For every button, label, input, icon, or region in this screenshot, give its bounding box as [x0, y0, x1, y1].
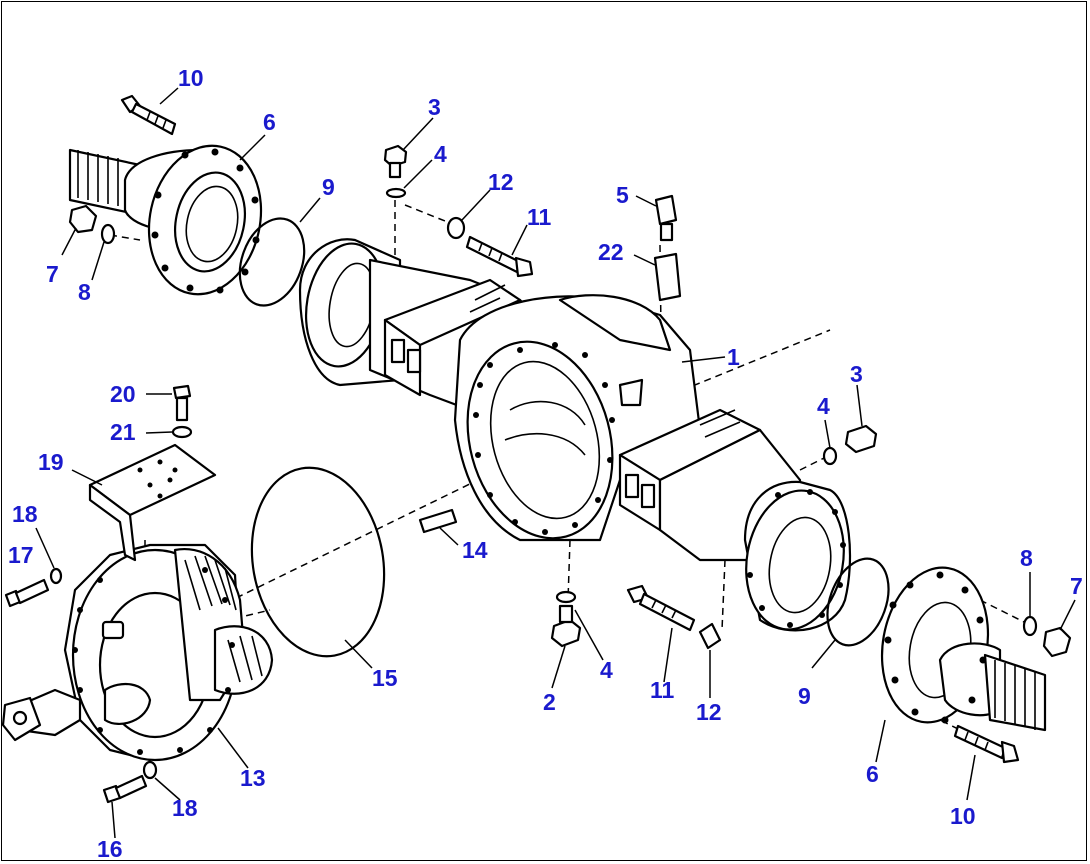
- callout-2: 2: [543, 689, 556, 715]
- leader-lines: [35, 87, 1076, 839]
- upper-washer-and-bolt: [446, 216, 534, 278]
- left-flange-bolt: [120, 94, 177, 136]
- callout-10-left: 10: [178, 65, 204, 91]
- callout-12-top: 12: [488, 169, 514, 195]
- axle-housing: [298, 238, 852, 632]
- callout-11-top: 11: [527, 204, 552, 230]
- callout-6-left: 6: [263, 109, 276, 135]
- left-o-ring: [238, 217, 306, 307]
- large-o-ring: [250, 466, 386, 658]
- breather-and-adapter: [653, 194, 682, 302]
- callout-7-right: 7: [1070, 573, 1083, 599]
- callout-4-top: 4: [434, 141, 447, 167]
- right-o-ring: [826, 557, 890, 647]
- right-washer-and-nut: [1022, 615, 1072, 658]
- callout-19: 19: [38, 449, 64, 475]
- callout-10-right: 10: [950, 803, 976, 829]
- callout-22: 22: [598, 239, 624, 265]
- callout-3-top: 3: [428, 94, 441, 120]
- carrier-bolt-and-washer: [4, 567, 63, 608]
- callout-8-right: 8: [1020, 545, 1033, 571]
- callout-6-right: 6: [866, 761, 879, 787]
- callout-15: 15: [372, 665, 398, 691]
- callout-1: 1: [727, 344, 740, 370]
- callout-18-left: 18: [12, 501, 38, 527]
- left-axle-flange: [68, 144, 263, 296]
- callout-11-bottom: 11: [650, 677, 675, 703]
- callout-18-bottom: 18: [172, 795, 198, 821]
- callout-9-left: 9: [322, 174, 335, 200]
- lower-carrier-bolt-and-washer: [102, 760, 158, 804]
- bracket-bolt-and-washer: [171, 384, 193, 439]
- callout-20: 20: [110, 381, 136, 407]
- callout-5: 5: [616, 182, 629, 208]
- dowel-pin: [418, 508, 458, 534]
- callout-7-left: 7: [46, 261, 59, 287]
- differential-carrier: [1, 543, 274, 762]
- top-bolt-and-washer: [383, 144, 408, 199]
- callout-16: 16: [97, 836, 123, 862]
- callout-17: 17: [8, 542, 34, 568]
- callout-9-right: 9: [798, 683, 811, 709]
- left-nut-and-washer: [68, 204, 116, 245]
- callout-13: 13: [240, 765, 266, 791]
- callout-4-bottom: 4: [600, 657, 613, 683]
- right-axle-flange: [880, 566, 1047, 732]
- callout-labels: 10 6 7 8 9 3 4 12 11 5 22 1 3 4 20 21 19…: [8, 65, 1083, 862]
- bracket: [88, 443, 217, 562]
- callout-3-right: 3: [850, 361, 863, 387]
- right-flange-bolt: [953, 724, 1020, 764]
- callout-8-left: 8: [78, 279, 91, 305]
- callout-21: 21: [110, 419, 136, 445]
- lower-bolt-and-washer: [626, 584, 722, 650]
- drain-plug-and-washer: [550, 590, 582, 648]
- right-bolt-and-washer: [822, 424, 878, 466]
- callout-14: 14: [462, 537, 488, 563]
- callout-4-right: 4: [817, 393, 830, 419]
- callout-12-bottom: 12: [696, 699, 722, 725]
